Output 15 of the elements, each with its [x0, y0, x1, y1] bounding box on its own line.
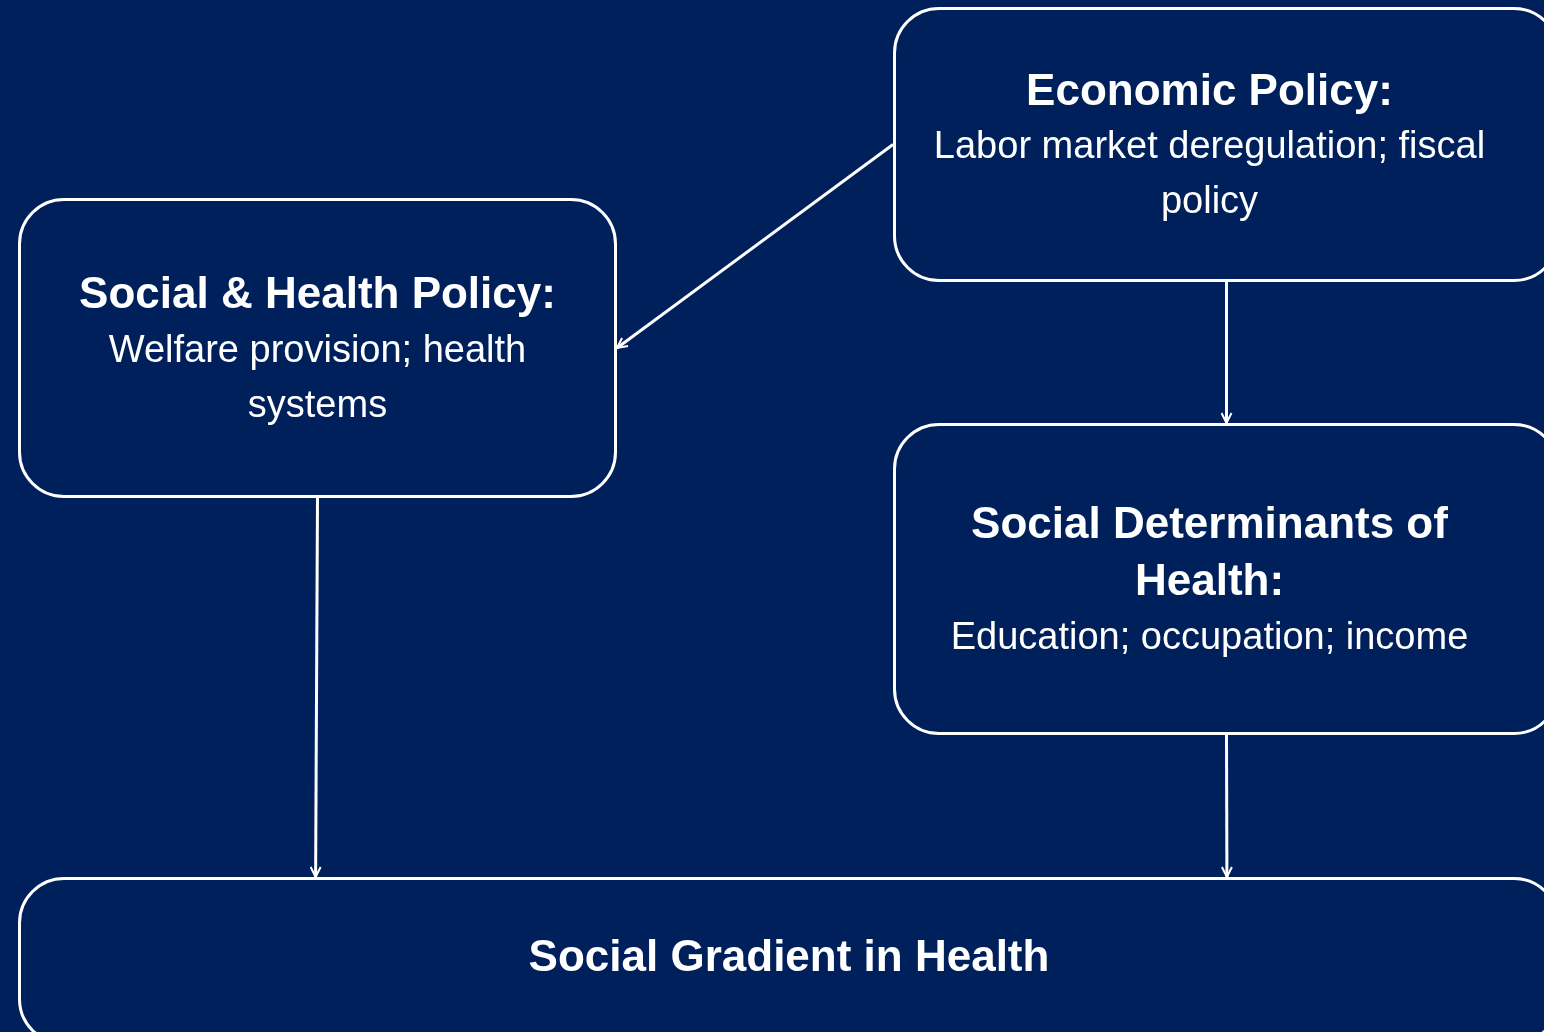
box-heading: Social Gradient in Health — [528, 930, 1050, 983]
box-text: Labor market deregulation; fiscal policy — [932, 123, 1487, 224]
rounded-box — [18, 198, 617, 498]
rounded-box — [18, 877, 1544, 1032]
arrow — [1220, 282, 1233, 424]
rounded-box — [893, 423, 1544, 735]
rounded-box — [893, 7, 1544, 282]
box-heading: Social & Health Policy: — [79, 267, 556, 320]
box-heading: Social Determinants of Health: — [970, 497, 1449, 607]
box-text: Education; occupation; income — [950, 613, 1469, 659]
box-text: Welfare provision; health systems — [107, 326, 528, 427]
arrow — [309, 498, 322, 878]
arrow — [1220, 735, 1233, 878]
box-heading: Economic Policy: — [1026, 63, 1393, 116]
arrow — [616, 143, 894, 350]
